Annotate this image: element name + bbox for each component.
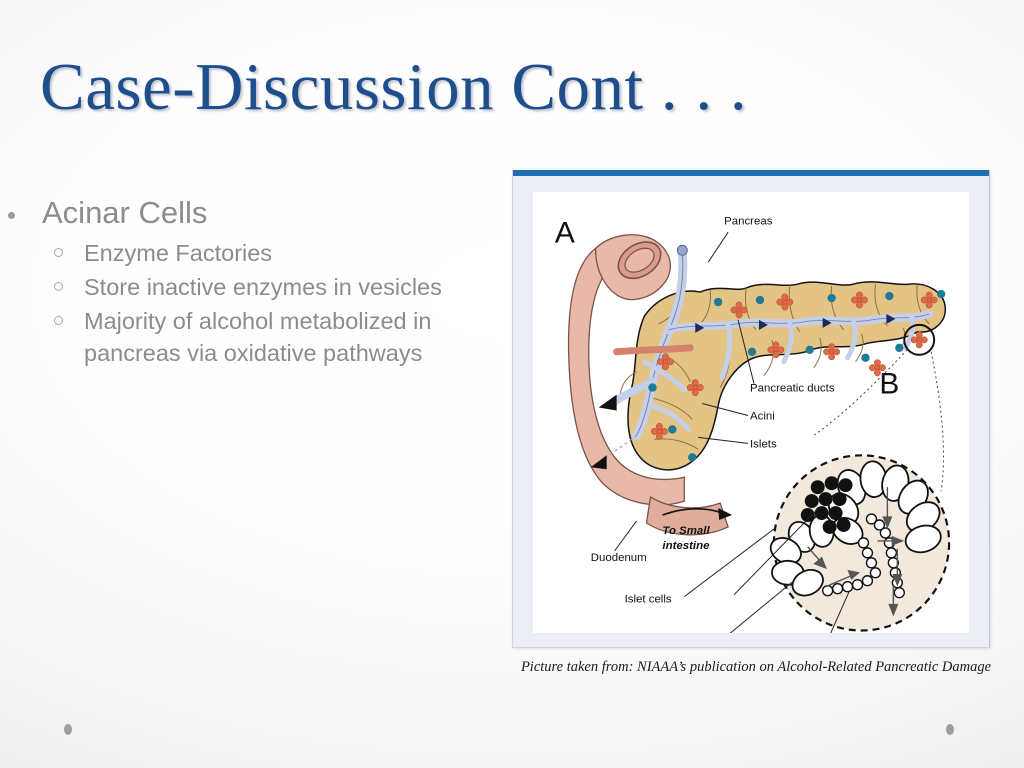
label-pancreatic-ducts: Pancreatic ducts (750, 383, 835, 395)
leader-acini (702, 403, 749, 416)
connector-dotted-left (813, 349, 908, 436)
bullet-circle-icon (54, 316, 63, 326)
duct-lower-arrow (590, 455, 607, 470)
leader-duct-cells (830, 590, 851, 633)
leader-islet-cells (684, 516, 791, 598)
main-duct-horizontal-outline (668, 313, 930, 331)
label-islets: Islets (750, 438, 777, 450)
secondary-ducts (641, 313, 916, 432)
footer-dot-left-icon (64, 724, 72, 735)
duodenum-lower-limb (645, 496, 729, 536)
bullet-label: Acinar Cells (42, 195, 208, 230)
bullet-item-level2: Majority of alcohol metabolized in pancr… (0, 305, 490, 369)
bullet-item-level1: Acinar Cells (0, 195, 490, 231)
footer-dot-right-icon (946, 724, 954, 735)
duct-to-duodenum (610, 377, 657, 406)
bullet-label: Store inactive enzymes in vesicles (84, 273, 442, 300)
leader-acinar-cells-b (729, 580, 795, 633)
to-intestine-arrow-line (662, 508, 723, 516)
duodenum-lumen-inner (624, 247, 655, 273)
duct-cell-chains (821, 513, 905, 599)
to-intestine-arrowhead (718, 508, 733, 521)
duct-bulb (676, 244, 688, 256)
bullet-label: Majority of alcohol metabolized in pancr… (84, 308, 432, 367)
bullet-circle-icon (54, 281, 63, 291)
bullet-item-level2: Store inactive enzymes in vesicles (0, 271, 490, 303)
bullet-label: Enzyme Factories (84, 239, 273, 266)
secretion-arrows (807, 487, 905, 617)
panel-b-label: B (879, 368, 899, 401)
label-pancreas: Pancreas (724, 215, 773, 227)
duct-entry-arrow (598, 394, 617, 411)
bullet-circle-icon (54, 247, 63, 257)
leader-duodenum (614, 520, 637, 552)
acini-markers (651, 291, 938, 440)
acinus-highlight-circle (903, 323, 936, 356)
page-title: Case-Discussion Cont . . . (40, 50, 748, 124)
bullet-dot-icon (8, 212, 15, 219)
label-duodenum: Duodenum (591, 552, 647, 564)
bile-duct (613, 344, 694, 356)
leader-pancreatic-ducts (737, 319, 755, 384)
panel-a-label: A (555, 216, 575, 249)
picture-frame: A (512, 170, 990, 648)
islet-markers (648, 289, 946, 462)
leader-islet-cells-b (733, 508, 819, 596)
duodenum-shape (567, 247, 685, 506)
leader-pancreas (707, 232, 729, 263)
frame-accent-bar (513, 170, 989, 176)
acinar-cell-cluster-top (827, 460, 942, 554)
duct-flow-arrows (695, 313, 896, 333)
label-acini: Acini (750, 410, 775, 422)
islet-cell-cluster (800, 476, 853, 534)
label-islet-cells: Islet cells (625, 594, 672, 606)
picture-caption: Picture taken from: NIAAA’s publication … (520, 659, 992, 675)
bullet-list: Acinar Cells Enzyme Factories Store inac… (0, 195, 490, 369)
leader-islets (698, 436, 749, 444)
pancreas-anatomy-diagram: A (555, 215, 951, 633)
diagram-container: A (533, 192, 969, 633)
bullet-item-level2: Enzyme Factories (0, 237, 490, 269)
connector-dotted-right (930, 351, 944, 492)
